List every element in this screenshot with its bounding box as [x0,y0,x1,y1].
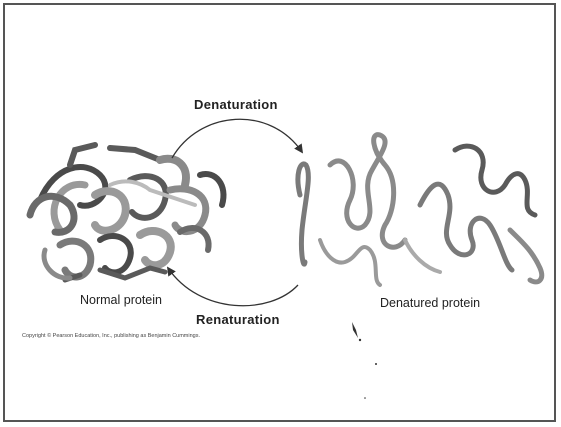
denaturation-arrow [172,119,302,158]
copyright-text: Copyright © Pearson Education, Inc., pub… [22,333,200,339]
scan-specks [352,322,377,399]
renaturation-label: Renaturation [196,312,280,327]
denaturation-label: Denaturation [194,97,278,112]
denatured-protein-label: Denatured protein [380,296,480,310]
normal-protein-label: Normal protein [80,293,162,307]
renaturation-arrow [168,268,298,306]
denatured-protein-illustration [298,135,542,285]
normal-protein-illustration [30,145,223,280]
